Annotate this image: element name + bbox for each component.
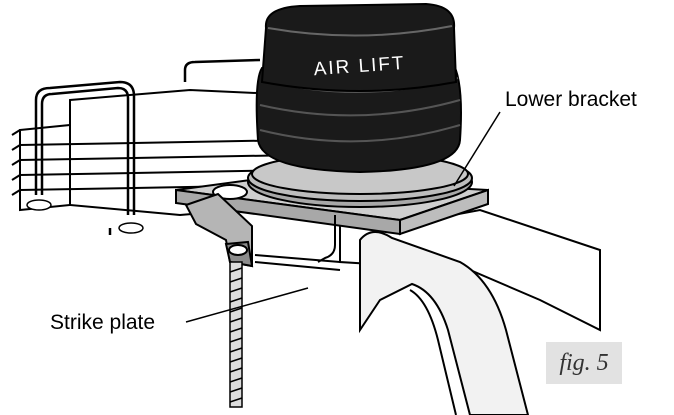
figure-label-box: fig. 5 [546, 342, 622, 384]
air-spring [247, 2, 473, 208]
strike-plate-label: Strike plate [50, 311, 156, 334]
frame-rail [254, 208, 601, 415]
threaded-bolt [229, 261, 243, 408]
u-bolt-nut [26, 199, 144, 234]
u-bolt [34, 58, 261, 235]
figure-label: fig. 5 [559, 350, 609, 376]
leader-line-lower-bracket [453, 111, 501, 187]
leader-line-strike-plate [185, 287, 309, 323]
lower-bracket-label: Lower bracket [505, 88, 637, 111]
